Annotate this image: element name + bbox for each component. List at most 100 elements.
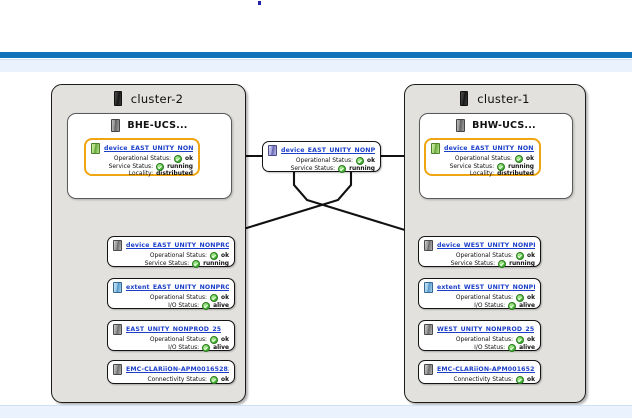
node-left-top-device[interactable]: device_EAST_UNITY_NONPROD_2! Operational… bbox=[84, 138, 200, 178]
topology-canvas[interactable]: cluster-2 BHE-UCS... cluster-1 BHW-UCS..… bbox=[0, 72, 632, 405]
array-icon bbox=[268, 145, 277, 156]
field-operational-status: Operational Status: ok bbox=[424, 294, 535, 302]
field-value: ok bbox=[221, 252, 229, 259]
device-icon bbox=[431, 143, 440, 154]
node-right-clariion[interactable]: EMC-CLARiiON-APM00165283SE Connectivity … bbox=[418, 360, 541, 384]
field-value: alive bbox=[213, 302, 229, 309]
bhe-ucs-header: BHE-UCS... bbox=[68, 119, 231, 132]
field-connectivity-status: Connectivity Status: ok bbox=[113, 376, 229, 384]
field-value: ok bbox=[527, 336, 535, 343]
header-accent-bar bbox=[0, 52, 632, 58]
node-label[interactable]: device_WEST_UNITY_NONPROD_2! bbox=[437, 242, 535, 249]
node-title: device_EAST_UNITY_NONPROD_2! bbox=[268, 145, 375, 156]
node-left-extent-25[interactable]: extent_EAST_UNITY_NONPROD_25 Operational… bbox=[107, 278, 235, 310]
field-operational-status: Operational Status: ok bbox=[431, 155, 534, 163]
device-icon bbox=[91, 143, 100, 154]
node-title: EAST_UNITY_NONPROD_25 bbox=[113, 324, 229, 335]
node-title: extent_EAST_UNITY_NONPROD_25 bbox=[113, 282, 229, 293]
node-right-volume-25[interactable]: WEST_UNITY_NONPROD_25 Operational Status… bbox=[418, 320, 541, 352]
node-title: device_EAST_UNITY_NONPROD_25 bbox=[113, 240, 229, 251]
field-key: Operational Status: bbox=[455, 252, 514, 259]
chassis-icon bbox=[111, 119, 121, 132]
node-label[interactable]: device_EAST_UNITY_NONPROD_2! bbox=[281, 147, 375, 154]
status-ok-icon bbox=[210, 294, 219, 302]
extent-icon bbox=[424, 282, 433, 293]
node-left-volume-25[interactable]: EAST_UNITY_NONPROD_25 Operational Status… bbox=[107, 320, 235, 352]
node-title: EMC-CLARiiON-APM00165283SE bbox=[424, 364, 535, 375]
chassis-icon bbox=[456, 119, 466, 132]
field-value: ok bbox=[367, 157, 375, 164]
field-key: Service Status: bbox=[450, 260, 496, 267]
field-service-status: Service Status: running bbox=[113, 260, 229, 268]
field-locality: Locality: distributed bbox=[91, 171, 193, 178]
node-left-device-25[interactable]: device_EAST_UNITY_NONPROD_25 Operational… bbox=[107, 236, 235, 268]
field-io-status: I/O Status: alive bbox=[424, 344, 535, 352]
field-key: Operational Status: bbox=[149, 252, 208, 259]
field-key: Operational Status: bbox=[149, 294, 208, 301]
field-value: ok bbox=[221, 376, 229, 383]
field-key: Operational Status: bbox=[149, 336, 208, 343]
field-value: distributed bbox=[156, 171, 193, 177]
field-io-status: I/O Status: alive bbox=[113, 344, 229, 352]
node-left-clariion[interactable]: EMC-CLARiiON-APM00165283SE Connectivity … bbox=[107, 360, 235, 384]
node-label[interactable]: extent_WEST_UNITY_NONPROD_2! bbox=[437, 284, 535, 291]
node-right-extent-25[interactable]: extent_WEST_UNITY_NONPROD_2! Operational… bbox=[418, 278, 541, 310]
field-service-status: Service Status: running bbox=[91, 163, 193, 171]
node-label[interactable]: device_EAST_UNITY_NONPROD_2! bbox=[104, 145, 193, 152]
status-ok-icon bbox=[202, 344, 211, 352]
edge-center-to-right-col bbox=[292, 172, 471, 252]
field-value: ok bbox=[527, 376, 535, 383]
node-label[interactable]: device_EAST_UNITY_NONPROD_25 bbox=[126, 242, 229, 249]
field-value: ok bbox=[221, 294, 229, 301]
field-operational-status: Operational Status: ok bbox=[113, 294, 229, 302]
field-key: Operational Status: bbox=[454, 155, 513, 162]
field-locality: Locality: distributed bbox=[431, 171, 534, 178]
status-ok-icon bbox=[508, 302, 517, 310]
footer-band bbox=[0, 405, 632, 418]
field-value: alive bbox=[213, 344, 229, 351]
node-title: WEST_UNITY_NONPROD_25 bbox=[424, 324, 535, 335]
bhw-ucs-label: BHW-UCS... bbox=[472, 120, 536, 131]
node-label[interactable]: EMC-CLARiiON-APM00165283SE bbox=[126, 366, 229, 373]
field-value: running bbox=[167, 163, 193, 170]
node-label[interactable]: WEST_UNITY_NONPROD_25 bbox=[437, 326, 535, 333]
field-key: Connectivity Status: bbox=[453, 376, 514, 383]
node-label[interactable]: EMC-CLARiiON-APM00165283SE bbox=[437, 366, 535, 373]
rack-icon bbox=[460, 91, 469, 106]
field-key: Operational Status: bbox=[455, 294, 514, 301]
status-ok-icon bbox=[192, 260, 201, 268]
status-ok-icon bbox=[497, 163, 506, 171]
field-key: I/O Status: bbox=[168, 344, 200, 351]
node-right-device-25[interactable]: device_WEST_UNITY_NONPROD_2! Operational… bbox=[418, 236, 541, 268]
node-label[interactable]: extent_EAST_UNITY_NONPROD_25 bbox=[126, 284, 229, 291]
extent-icon bbox=[113, 282, 122, 293]
field-value: ok bbox=[527, 252, 535, 259]
status-ok-icon bbox=[516, 252, 525, 260]
node-title: device_EAST_UNITY_NONPROD_2! bbox=[91, 143, 193, 154]
volume-icon bbox=[113, 240, 122, 251]
volume-icon bbox=[113, 324, 122, 335]
field-value: ok bbox=[526, 155, 534, 162]
field-value: ok bbox=[527, 294, 535, 301]
node-center-device[interactable]: device_EAST_UNITY_NONPROD_2! Operational… bbox=[262, 141, 381, 173]
field-operational-status: Operational Status: ok bbox=[91, 155, 193, 163]
cursor-dot-marker bbox=[258, 1, 261, 5]
bhe-ucs-label: BHE-UCS... bbox=[127, 120, 188, 131]
field-key: Service Status: bbox=[108, 163, 154, 170]
field-value: running bbox=[509, 260, 535, 267]
field-key: Locality: bbox=[469, 171, 495, 177]
field-value: running bbox=[349, 165, 375, 172]
node-label[interactable]: EAST_UNITY_NONPROD_25 bbox=[126, 326, 222, 333]
status-ok-icon bbox=[508, 344, 517, 352]
field-operational-status: Operational Status: ok bbox=[424, 336, 535, 344]
volume-icon bbox=[424, 240, 433, 251]
field-io-status: I/O Status: alive bbox=[424, 302, 535, 310]
node-right-top-device[interactable]: device_EAST_UNITY_NONPROD_2! Operational… bbox=[424, 138, 541, 178]
node-title: extent_WEST_UNITY_NONPROD_2! bbox=[424, 282, 535, 293]
field-value: alive bbox=[519, 344, 535, 351]
node-label[interactable]: device_EAST_UNITY_NONPROD_2! bbox=[444, 145, 534, 152]
volume-icon bbox=[424, 364, 433, 375]
status-ok-icon bbox=[516, 294, 525, 302]
status-ok-icon bbox=[356, 157, 365, 165]
